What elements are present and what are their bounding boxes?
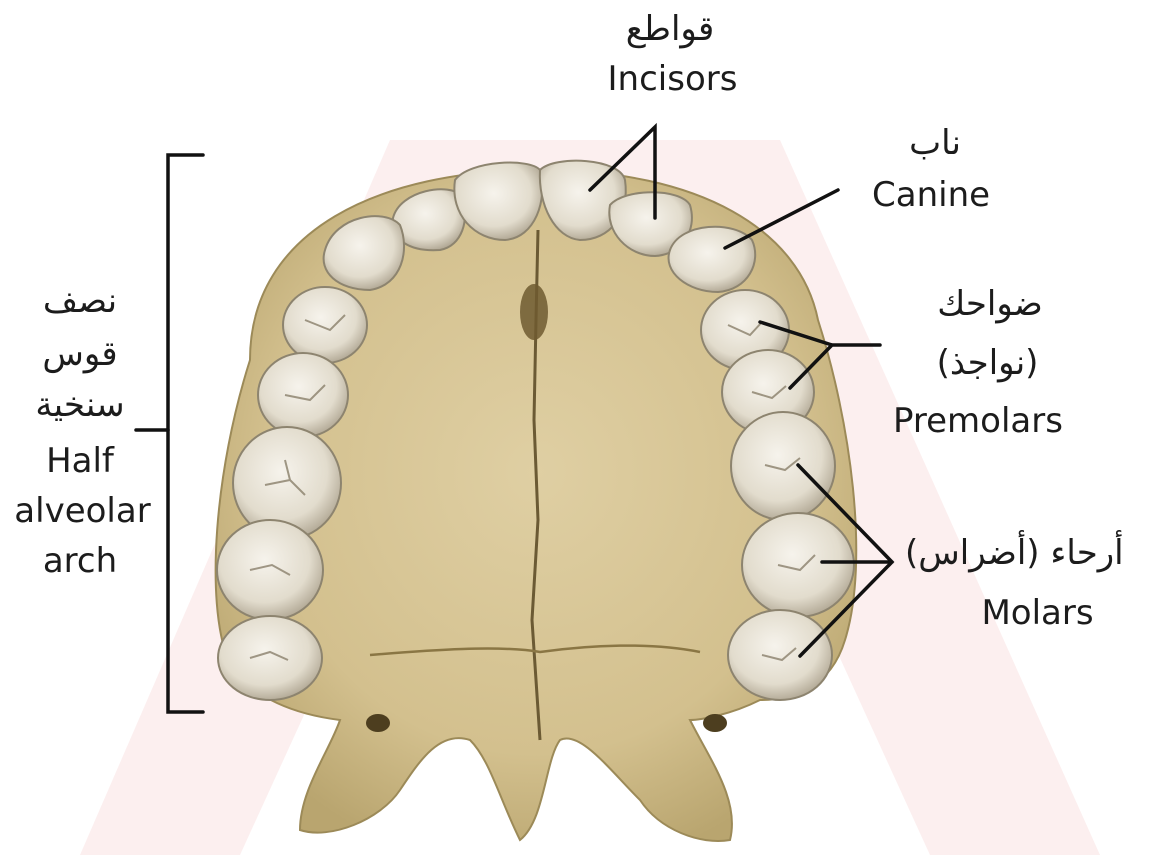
label-premolars-ar2: (نواجذ) <box>910 340 1065 386</box>
tooth-premolar-left-1 <box>283 287 367 363</box>
tooth-premolar-left-2 <box>258 353 348 437</box>
label-half-arch-ar3: سنخية <box>20 382 140 428</box>
label-premolars-en: Premolars <box>893 398 1063 444</box>
label-incisors-ar: قواطع <box>600 6 740 52</box>
greater-palatine-foramen-right <box>703 714 727 732</box>
label-half-arch-ar2: قوس <box>20 331 140 377</box>
label-canine-ar: ناب <box>895 120 975 166</box>
tooth-molar-right-3 <box>728 610 832 700</box>
tooth-molar-left-2 <box>217 520 323 620</box>
tooth-molar-right-1 <box>731 412 835 520</box>
label-molars-en: Molars <box>965 590 1110 636</box>
label-premolars-ar1: ضواحك <box>915 281 1065 327</box>
incisive-fossa <box>520 284 548 340</box>
tooth-molar-left-3 <box>218 616 322 700</box>
label-canine-en: Canine <box>872 172 990 218</box>
tooth-molar-right-2 <box>742 513 854 617</box>
label-molars-ar: أرحاء (أضراس) <box>905 530 1124 576</box>
greater-palatine-foramen-left <box>366 714 390 732</box>
label-half-arch-en1: Half <box>20 438 140 484</box>
label-incisors-en: Incisors <box>590 56 755 102</box>
label-half-arch-ar1: نصف <box>20 278 140 324</box>
label-half-arch-en3: arch <box>20 538 140 584</box>
label-half-arch-en2: alveolar <box>0 488 165 534</box>
